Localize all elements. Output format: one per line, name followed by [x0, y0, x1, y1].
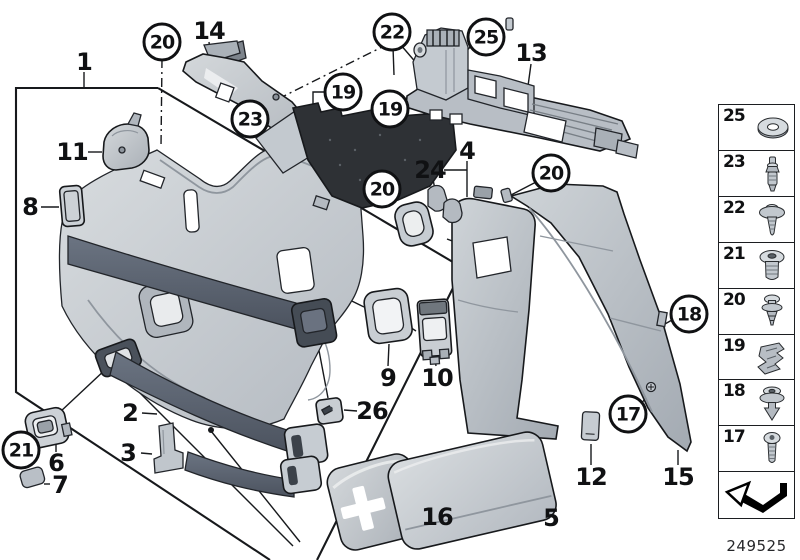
legend-item-20[interactable]: 20 — [718, 287, 795, 336]
mounting-bracket-13 — [405, 17, 639, 159]
callout-20-circled-a[interactable]: 20 — [142, 22, 182, 62]
countersunk-screw-icon — [759, 249, 785, 280]
drawing-number: 249525 — [726, 537, 787, 555]
trim-plate-12 — [580, 411, 601, 441]
bezel-9 — [363, 287, 413, 345]
callout-12[interactable]: 12 — [575, 463, 607, 491]
cover-11 — [102, 112, 150, 171]
luggage-strap-lower-2 — [94, 338, 329, 498]
legend-item-number: 19 — [723, 335, 746, 356]
callout-17-circled[interactable]: 17 — [608, 394, 648, 434]
luggage-strap-upper — [67, 235, 338, 348]
callout-19-circled-b[interactable]: 19 — [370, 89, 410, 129]
callout-6[interactable]: 6 — [48, 449, 65, 477]
legend-item-19[interactable]: 19 — [718, 333, 795, 382]
callout-8[interactable]: 8 — [22, 193, 39, 221]
legend-item-number: 18 — [723, 381, 746, 402]
legend-direction-cell — [718, 471, 795, 519]
partition-panel-4 — [451, 185, 559, 440]
legend-item-17[interactable]: 17 — [718, 425, 795, 473]
expanding-rivet-icon — [759, 386, 785, 422]
bracket-10 — [416, 298, 453, 366]
legend-item-number: 20 — [723, 289, 746, 310]
callout-24[interactable]: 24 — [414, 156, 446, 184]
sheet-metal-clip-icon — [757, 341, 785, 375]
callout-22-circled[interactable]: 22 — [372, 12, 412, 52]
washer-icon — [757, 117, 789, 139]
callout-5[interactable]: 5 — [543, 504, 560, 532]
callout-14[interactable]: 14 — [193, 17, 225, 45]
callout-25-circled[interactable]: 25 — [466, 17, 506, 57]
callout-23-circled[interactable]: 23 — [230, 99, 270, 139]
callout-21-circled[interactable]: 21 — [1, 430, 41, 470]
cap-7 — [19, 466, 46, 489]
fastener-legend: 25 23 22 — [718, 104, 795, 519]
callout-15[interactable]: 15 — [662, 463, 694, 491]
legend-item-21[interactable]: 21 — [718, 241, 795, 290]
legend-item-18[interactable]: 18 — [718, 379, 795, 428]
callout-26[interactable]: 26 — [356, 397, 388, 425]
callout-9[interactable]: 9 — [380, 364, 397, 392]
callout-3[interactable]: 3 — [120, 439, 137, 467]
legend-item-23[interactable]: 23 — [718, 149, 795, 198]
callout-10[interactable]: 10 — [421, 364, 453, 392]
callout-13[interactable]: 13 — [515, 39, 547, 67]
expansion-rivet-icon — [765, 156, 780, 192]
callout-1[interactable]: 1 — [76, 48, 93, 76]
legend-item-number: 21 — [723, 243, 746, 264]
strap-buckle-lower — [279, 455, 323, 495]
callout-16[interactable]: 16 — [421, 503, 453, 531]
callout-20-circled-b[interactable]: 20 — [362, 169, 402, 209]
legend-item-number: 17 — [723, 427, 746, 448]
callout-20-circled-c[interactable]: 20 — [531, 153, 571, 193]
strap-buckle-upper — [290, 297, 338, 348]
clip-20-position — [500, 187, 513, 203]
hooks-24 — [394, 184, 463, 247]
cover-plate-8 — [58, 184, 86, 228]
c-pillar-trim-15 — [500, 183, 692, 453]
plastic-rivet-icon — [761, 294, 783, 326]
callout-4[interactable]: 4 — [459, 137, 476, 165]
torx-screw-icon — [763, 432, 781, 464]
clip-26 — [315, 397, 344, 425]
callout-18-circled[interactable]: 18 — [669, 294, 709, 334]
callout-11[interactable]: 11 — [56, 138, 88, 166]
legend-item-25[interactable]: 25 — [718, 104, 795, 152]
legend-item-number: 25 — [723, 106, 746, 126]
callout-19-circled-a[interactable]: 19 — [323, 72, 363, 112]
direction-arrow-icon — [724, 481, 787, 514]
callout-2[interactable]: 2 — [122, 399, 139, 427]
screw-with-washer-icon — [759, 203, 785, 236]
rivet-23-position — [272, 93, 280, 101]
legend-item-22[interactable]: 22 — [718, 195, 795, 244]
stowage-pad-5 — [387, 431, 557, 550]
legend-item-number: 22 — [723, 197, 746, 218]
legend-item-number: 23 — [723, 151, 746, 172]
bracket-3 — [153, 422, 184, 474]
callout-7[interactable]: 7 — [52, 471, 69, 499]
